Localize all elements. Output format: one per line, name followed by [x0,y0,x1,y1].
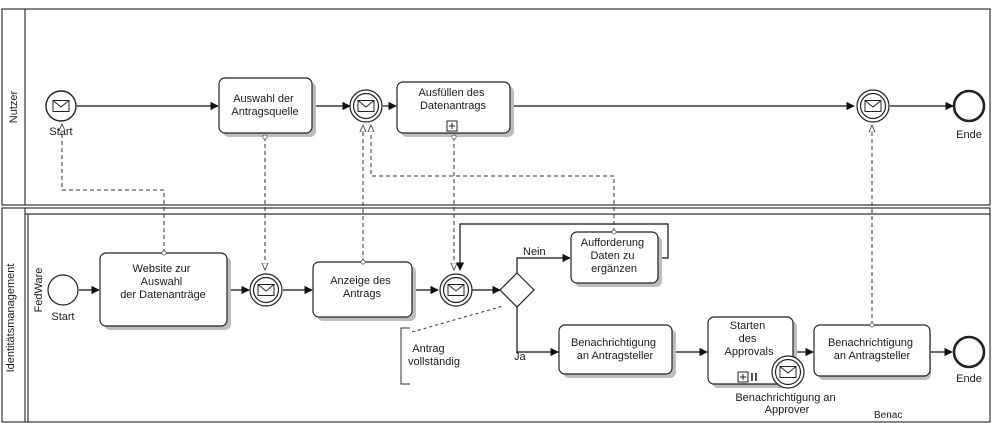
nutzer-end-event[interactable]: Ende [952,89,986,141]
message-flows [62,124,872,325]
task-benachrichtigung-antragsteller-1[interactable]: Benachrichtigung an Antragsteller [558,324,676,378]
svg-text:Benachrichtigung an Antr: Benachrichtigung an Antragsteller [571,337,659,362]
svg-text:Anzeige des Antrags: Anzeige des Antrags [330,275,394,300]
svg-text:Benachrichtigung an Approv: Benachrichtigung an Approver [735,392,838,416]
task-label-line: an Antragsteller [834,350,911,362]
exclusive-gateway[interactable] [499,272,535,308]
svg-text:Ausfüllen des Datenantra: Ausfüllen des Datenantrags [418,87,487,112]
task-label-line: des [739,333,757,345]
task-aufforderung-daten[interactable]: Aufforderung Daten zu ergänzen [570,231,662,287]
svg-text:Benachrichtigung an Antr: Benachrichtigung an Antragsteller [828,337,916,362]
svg-text:Antrag vollständig: Antrag vollständig [408,343,460,368]
task-label-line: Antrags [343,288,381,300]
task-label-line: Benachrichtigung [571,337,656,349]
svg-text:Website zur Auswahl: Website zur Auswahl der Datenanträge [120,263,206,301]
task-benachrichtigung-antragsteller-2[interactable]: Benachrichtigung an Antragsteller [813,324,931,380]
pool-identitaetsmanagement: Identitätsmanagement FedWare [1,207,991,423]
annotation-line: vollständig [408,356,460,368]
fedware-intermediate-message-event-2[interactable] [439,273,473,307]
boundary-event-label-line: Approver [765,404,810,416]
fedware-start-event[interactable]: Start [47,274,79,323]
task-label-line: Auswahl der [233,93,294,105]
task-auswahl-antragsquelle[interactable]: Auswahl der Antragsquelle [218,77,316,137]
subprocess-marker-icon [446,120,458,132]
task-label-line: Benachrichtigung [828,337,913,349]
task-website-auswahl[interactable]: Website zur Auswahl der Datenanträge [99,252,231,330]
gateway-yes-label: Ja [514,351,527,363]
nutzer-start-label: Start [49,126,72,138]
lane-label-identitaetsmanagement: Identitätsmanagement [5,264,17,373]
task-label-line: Website zur [133,263,191,275]
task-label-line: an Antragsteller [577,350,654,362]
parallel-marker-icon [751,373,757,381]
svg-text:Aufforderung Daten zu: Aufforderung Daten zu ergänzen [581,237,647,275]
task-label-line: Auswahl [141,276,183,288]
task-label-line: Daten zu [590,250,634,262]
task-label-line: der Datenanträge [120,289,206,301]
task-label-line: Anzeige des [330,275,391,287]
task-label-line: Antragsquelle [231,106,298,118]
task-label-line: ergänzen [591,263,637,275]
task-anzeige-antrag[interactable]: Anzeige des Antrags [312,261,416,321]
gateway-no-label: Nein [523,246,546,258]
svg-text:Starten des Approv: Starten des Approvals [725,320,774,358]
lane-label-nutzer: Nutzer [8,90,20,123]
task-label-line: Aufforderung [581,237,644,249]
svg-text:Auswahl der Antragsquell: Auswahl der Antragsquelle [231,93,298,118]
annotation-line: Antrag [412,343,444,355]
nutzer-intermediate-message-event-1[interactable] [349,89,383,123]
subprocess-marker-icon [737,371,749,383]
task-label-line: Datenantrags [420,100,487,112]
task-label-line: Starten [730,320,765,332]
boundary-event-label-line: Benachrichtigung an [735,392,835,404]
fedware-end-label: Ende [956,373,982,385]
fedware-sequence-flows [79,223,953,357]
nutzer-intermediate-message-event-2[interactable] [856,89,890,123]
fedware-start-label: Start [51,311,74,323]
cut-off-label: Benac [874,410,902,421]
nutzer-end-label: Ende [956,129,982,141]
lane-label-fedware: FedWare [33,268,45,313]
nutzer-start-event[interactable]: Start [45,90,77,138]
text-annotation: Antrag vollständig [400,305,504,385]
fedware-intermediate-message-event-1[interactable] [249,273,283,307]
task-label-line: Ausfüllen des [418,87,485,99]
task-ausfuellen-datenantrag[interactable]: Ausfüllen des Datenantrags [396,81,514,137]
fedware-end-event[interactable]: Ende [952,335,986,385]
task-label-line: Approvals [725,346,774,358]
boundary-message-event[interactable] [771,355,805,389]
